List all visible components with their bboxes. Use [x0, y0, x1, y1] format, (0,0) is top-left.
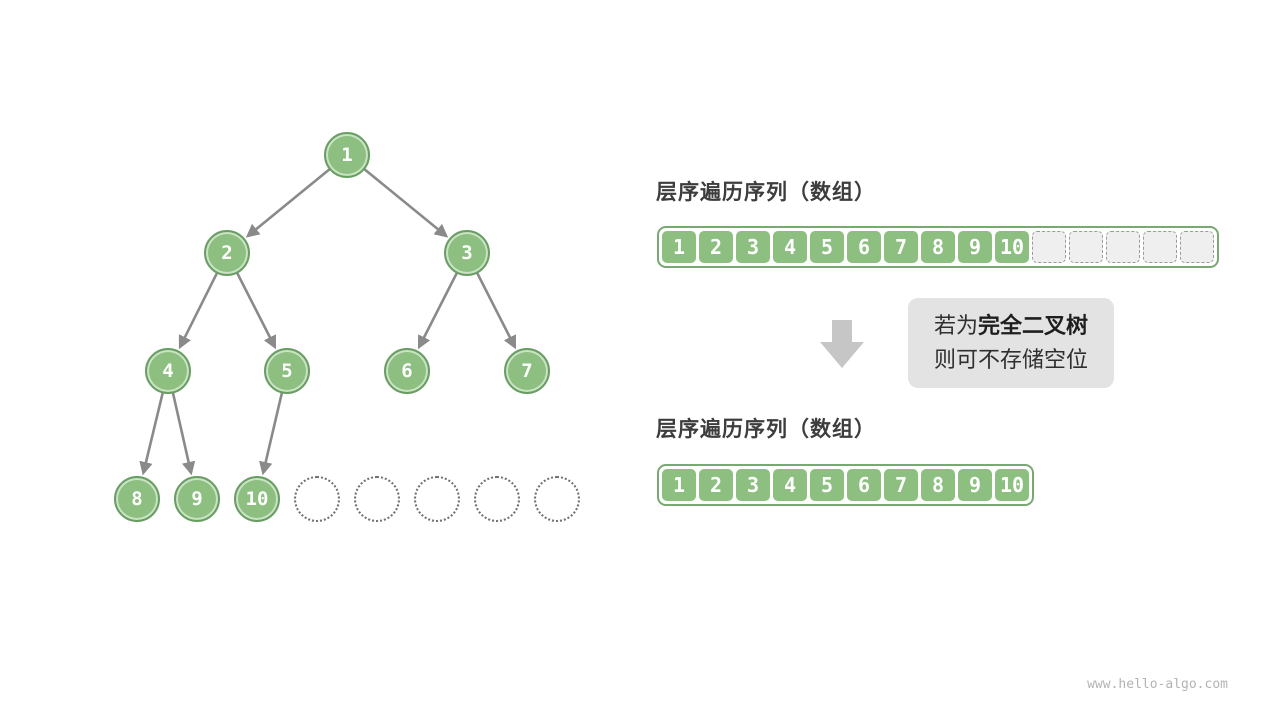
array-cell: 4 — [773, 231, 807, 263]
array-cell: 6 — [847, 469, 881, 501]
tree-empty-slot — [414, 476, 460, 522]
tree-empty-slot — [354, 476, 400, 522]
tree-empty-slot — [534, 476, 580, 522]
note-line2: 则可不存储空位 — [933, 347, 1088, 372]
tree-node-1: 1 — [324, 132, 370, 178]
array-cell: 2 — [699, 469, 733, 501]
tree-node-8: 8 — [114, 476, 160, 522]
array-empty-cell — [1032, 231, 1066, 263]
tree-node-3: 3 — [444, 230, 490, 276]
note-line1: 若为完全二叉树 — [933, 313, 1089, 338]
down-arrow-icon — [820, 320, 864, 368]
tree-node-7: 7 — [504, 348, 550, 394]
tree-node-5: 5 — [264, 348, 310, 394]
array-cell: 10 — [995, 469, 1029, 501]
array-label-compact: 层序遍历序列（数组） — [656, 418, 876, 441]
array-cell: 8 — [921, 231, 955, 263]
array-empty-cell — [1106, 231, 1140, 263]
note-box: 若为完全二叉树 则可不存储空位 — [908, 298, 1114, 388]
tree-empty-slot — [474, 476, 520, 522]
array-full: 1 2 3 4 5 6 7 8 9 10 — [657, 226, 1219, 268]
array-cell: 1 — [662, 469, 696, 501]
array-cell: 7 — [884, 469, 918, 501]
array-cell: 9 — [958, 469, 992, 501]
watermark: www.hello-algo.com — [1087, 677, 1228, 692]
array-cell: 3 — [736, 231, 770, 263]
array-empty-cell — [1180, 231, 1214, 263]
array-cell: 4 — [773, 469, 807, 501]
array-cell: 5 — [810, 231, 844, 263]
tree-node-6: 6 — [384, 348, 430, 394]
array-cell: 7 — [884, 231, 918, 263]
array-label-full: 层序遍历序列（数组） — [656, 181, 876, 204]
array-cell: 2 — [699, 231, 733, 263]
array-cell: 9 — [958, 231, 992, 263]
array-cell: 10 — [995, 231, 1029, 263]
tree-node-4: 4 — [145, 348, 191, 394]
array-cell: 3 — [736, 469, 770, 501]
array-cell: 6 — [847, 231, 881, 263]
array-cell: 1 — [662, 231, 696, 263]
tree-empty-slot — [294, 476, 340, 522]
array-empty-cell — [1069, 231, 1103, 263]
tree-node-10: 10 — [234, 476, 280, 522]
array-cell: 8 — [921, 469, 955, 501]
tree-node-9: 9 — [174, 476, 220, 522]
array-compact: 1 2 3 4 5 6 7 8 9 10 — [657, 464, 1034, 506]
array-cell: 5 — [810, 469, 844, 501]
array-empty-cell — [1143, 231, 1177, 263]
tree-node-2: 2 — [204, 230, 250, 276]
